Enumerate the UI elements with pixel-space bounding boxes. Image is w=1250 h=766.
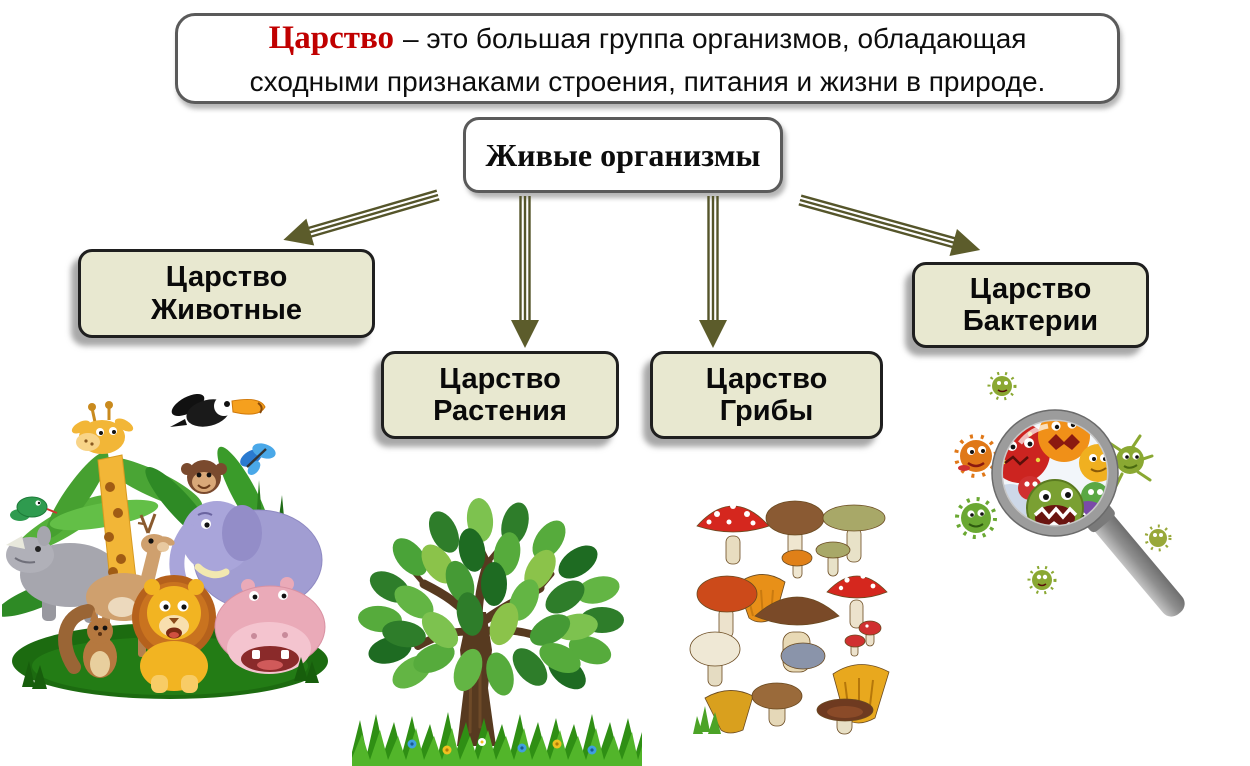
definition-line2: сходными признаками строения, питания и …: [249, 66, 1046, 98]
root-node-label: Живые организмы: [485, 136, 761, 173]
definition-term: Царство: [268, 20, 395, 57]
arrow-living-to-fungi: [699, 196, 727, 348]
outer-germs: [954, 371, 1172, 595]
animals-group-illustration: [2, 393, 328, 699]
arrow-living-to-plants: [511, 196, 539, 348]
tree-grass: [352, 712, 642, 766]
mushrooms-illustration: [689, 500, 890, 735]
monkey: [181, 460, 227, 494]
definition-box: Царство– это большая группа организмов, …: [175, 13, 1120, 104]
root-node-box: Живые организмы: [463, 117, 783, 193]
kingdom-animals-line2: Животные: [150, 293, 303, 326]
kingdom-bacteria-line1: Царство: [969, 272, 1092, 305]
front-grass: [22, 657, 319, 689]
magnifier-lens: [991, 409, 1119, 537]
definition-line1-rest: – это большая группа организмов, обладаю…: [403, 23, 1027, 55]
kingdom-box-fungi: Царство Грибы: [650, 351, 883, 439]
kingdom-plants-line1: Царство: [439, 362, 561, 395]
kingdom-box-bacteria: Царство Бактерии: [912, 262, 1149, 348]
snake: [10, 496, 58, 521]
kingdom-plants-line2: Растения: [433, 395, 567, 427]
kingdom-fungi-line2: Грибы: [719, 395, 814, 427]
hippo: [214, 577, 326, 674]
kingdom-box-plants: Царство Растения: [381, 351, 619, 439]
kingdom-animals-line1: Царство: [165, 261, 288, 294]
magnifier-handle: [1084, 503, 1185, 617]
squirrel: [58, 604, 117, 678]
kingdom-bacteria-line2: Бактерии: [962, 305, 1099, 337]
kingdom-fungi-line1: Царство: [705, 362, 828, 395]
arrow-living-to-bacteria: [798, 194, 981, 256]
definition-line1: Царство– это большая группа организмов, …: [178, 15, 1117, 62]
butterfly: [240, 443, 276, 476]
kingdom-box-animals: Царство Животные: [78, 249, 375, 338]
arrow-living-to-animals: [283, 189, 440, 246]
mushroom-cluster: [689, 500, 890, 735]
bacteria-magnifier-illustration: [954, 371, 1185, 617]
tree-leaves: [358, 498, 624, 696]
toucan: [170, 393, 266, 427]
giraffe: [71, 401, 137, 582]
lion: [132, 575, 216, 693]
flowers: [407, 738, 597, 755]
mushroom-grass: [693, 706, 721, 734]
tree-illustration: [352, 498, 642, 766]
